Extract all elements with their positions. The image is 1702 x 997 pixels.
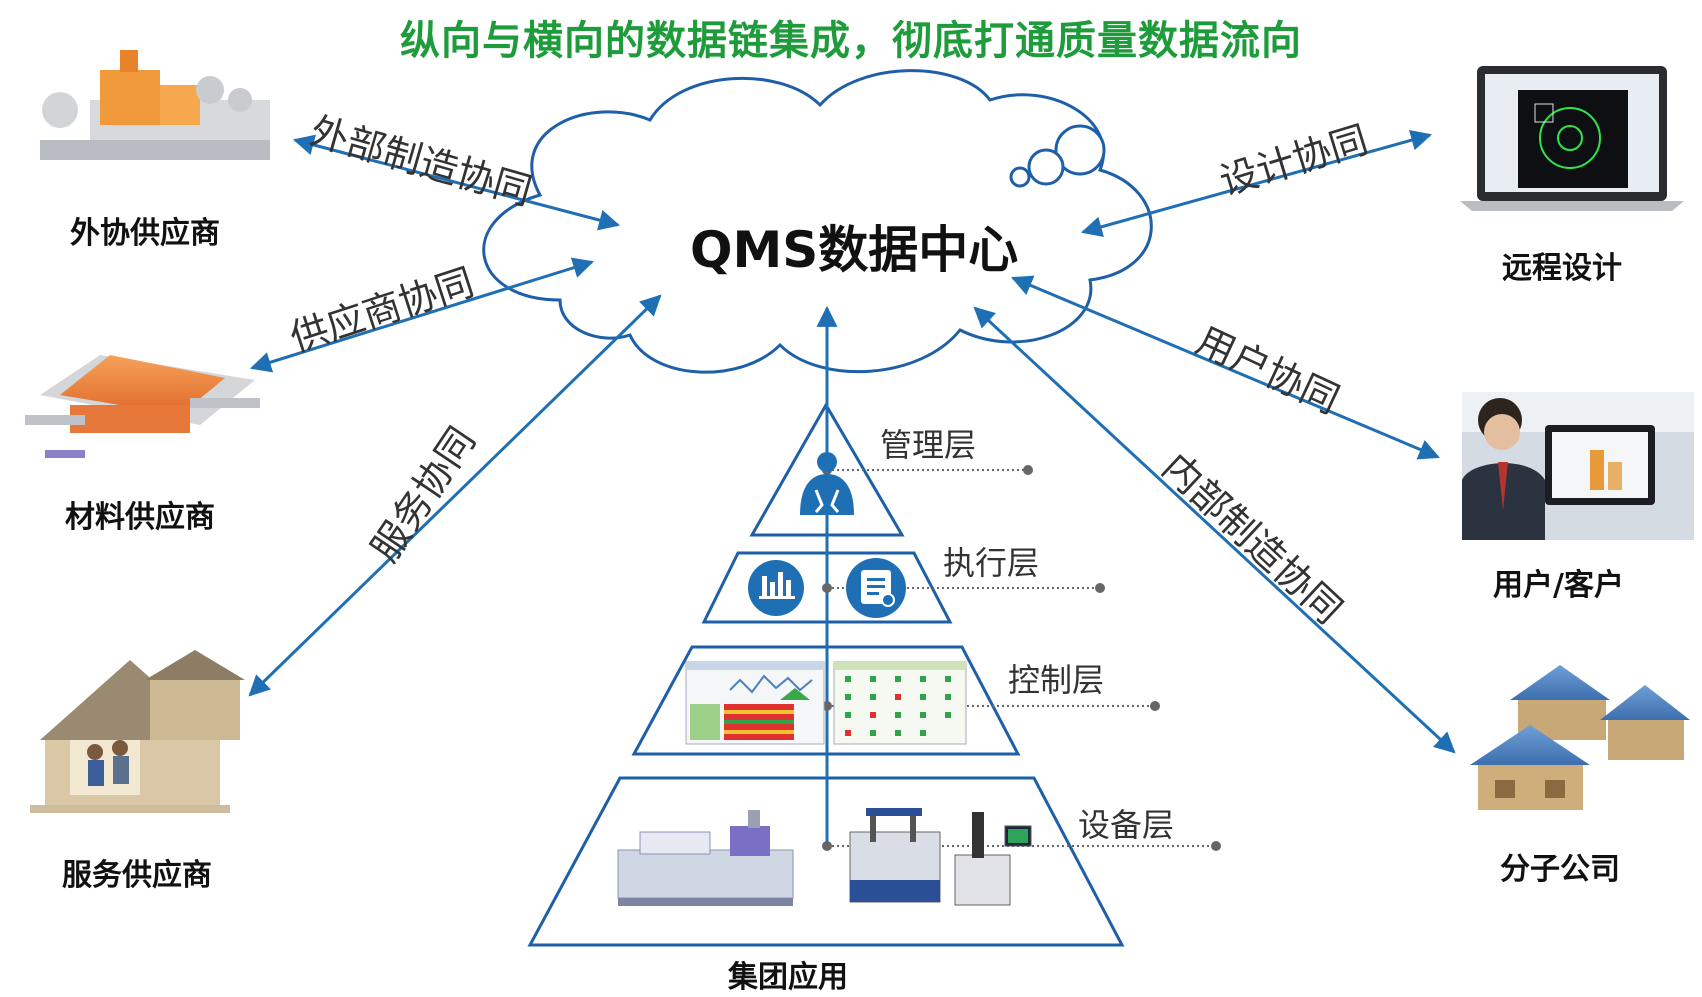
layer-label-execution: 执行层 [943, 544, 1040, 582]
control-status-grid-image [833, 661, 967, 745]
arrow-service [248, 294, 662, 697]
node-label-service-supplier: 服务供应商 [62, 858, 212, 893]
arrow-external-manufacturing [292, 134, 621, 231]
node-label-group-application: 集团应用 [728, 960, 848, 995]
house-with-workers-image [30, 650, 245, 813]
node-label-subsidiary: 分子公司 [1500, 852, 1620, 887]
injection-molding-machine-image [617, 810, 794, 906]
layer-label-management: 管理层 [880, 426, 977, 464]
measuring-machine-image [849, 808, 941, 903]
node-label-outsource-supplier: 外协供应商 [70, 216, 220, 251]
layer-label-control: 控制层 [1008, 661, 1105, 699]
laptop-cad-image [1460, 66, 1684, 211]
bar-chart-icon [748, 560, 804, 616]
houses-image [1470, 665, 1690, 810]
person-icon [800, 452, 854, 515]
factory-image [40, 50, 270, 160]
user-at-computer-image [1462, 392, 1694, 540]
node-label-user-customer: 用户/客户 [1493, 568, 1624, 603]
vision-inspection-machine-image [954, 812, 1032, 906]
diagram-title: 纵向与横向的数据链集成，彻底打通质量数据流向 [400, 18, 1302, 64]
warehouse-image [25, 355, 260, 458]
flow-arrows [248, 129, 1456, 754]
center-label: QMS数据中心 [690, 221, 1019, 279]
arrow-internal-manufacturing [973, 306, 1456, 754]
control-dashboard-image [685, 661, 825, 745]
node-label-material-supplier: 材料供应商 [65, 500, 215, 535]
checklist-icon [846, 558, 906, 618]
arrow-design [1080, 129, 1433, 238]
node-label-remote-design: 远程设计 [1502, 251, 1622, 286]
layer-label-equipment: 设备层 [1078, 806, 1175, 844]
